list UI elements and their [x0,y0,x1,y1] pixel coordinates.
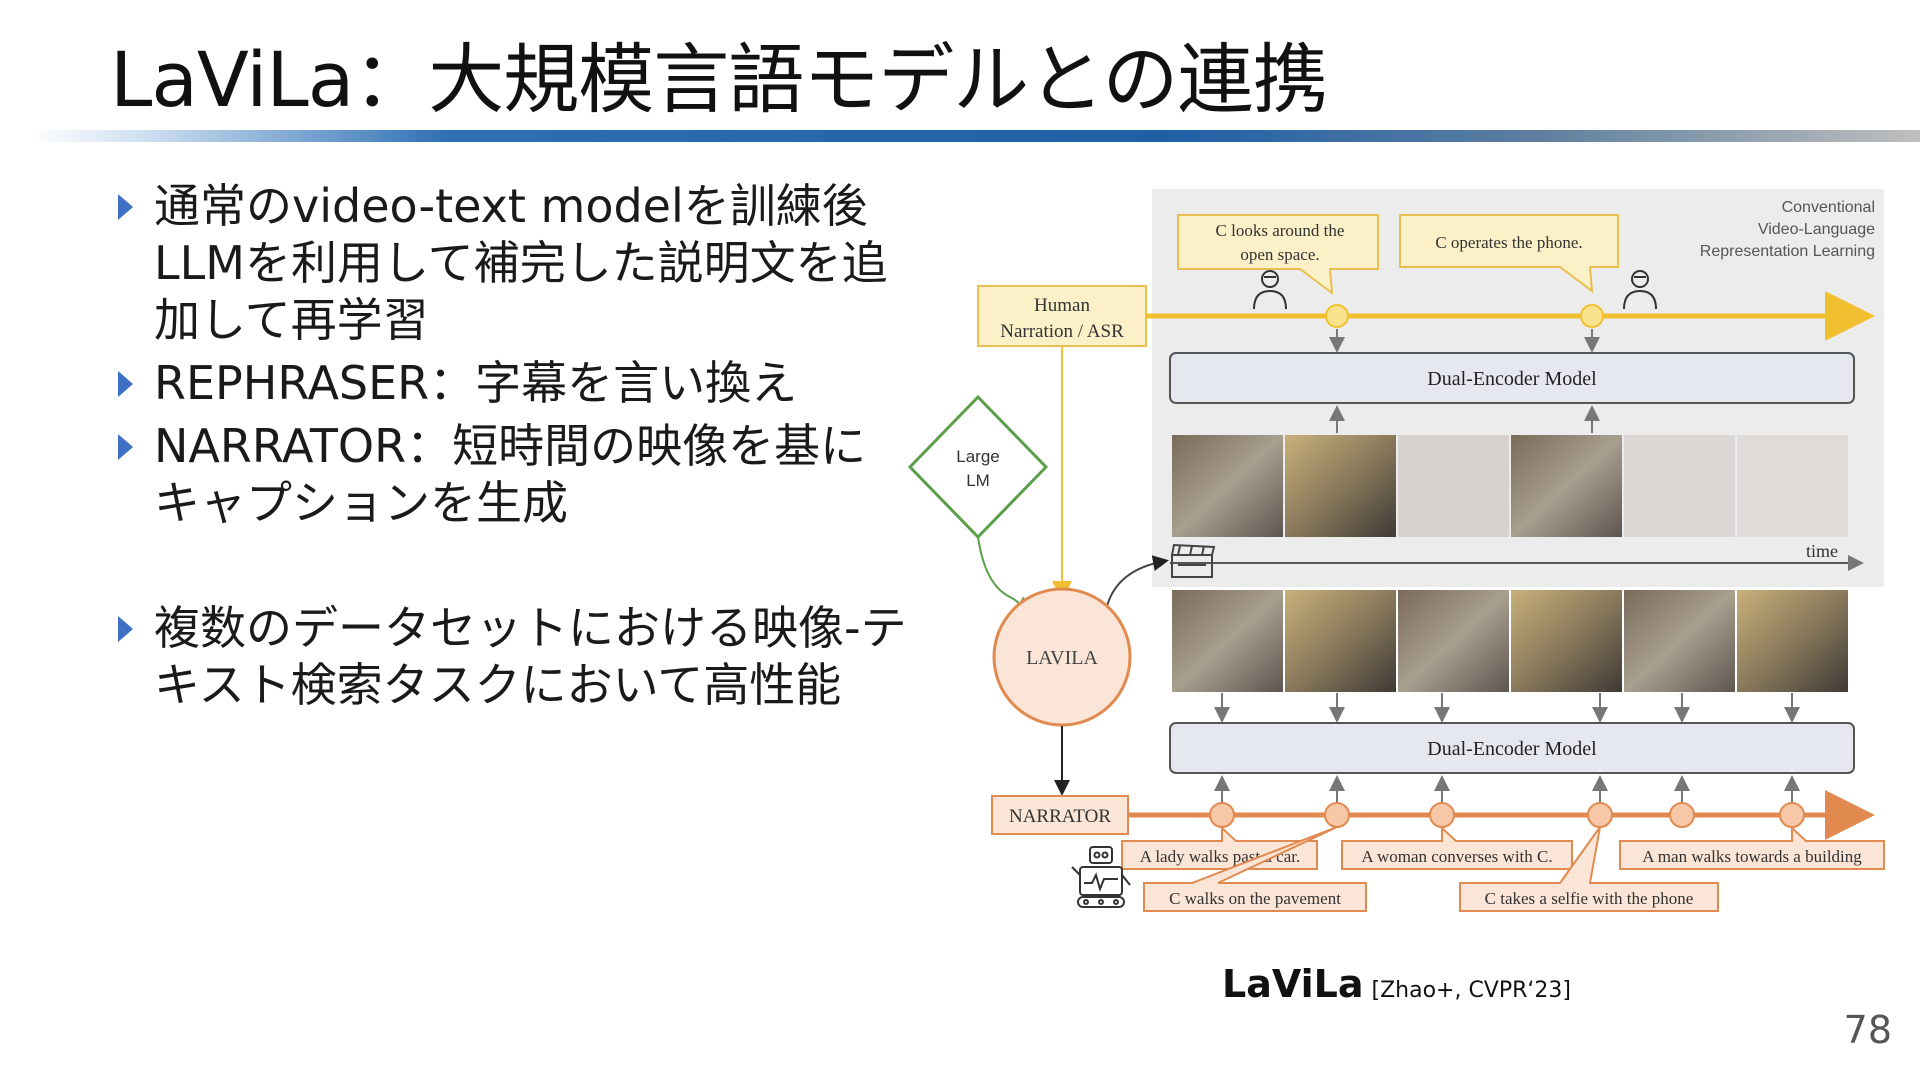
video-frame [1172,590,1283,692]
video-frame [1398,435,1509,537]
lavila-text: LAVILA [1026,647,1098,669]
video-frames-bottom [1172,590,1848,692]
robot-icon [1071,846,1131,908]
bubble-text: C looks around the [1216,221,1345,240]
time-label: time [1806,541,1838,561]
bullet-arrow-icon [118,616,133,642]
video-frame [1511,590,1622,692]
timeline-node [1325,304,1349,328]
clapperboard-icon [1171,543,1216,578]
human-narration-text: Human [1034,295,1090,316]
person-icon [1623,270,1657,310]
video-frames-top [1172,435,1848,537]
timeline-node [1587,802,1613,828]
conventional-label: Representation Learning [1700,243,1875,260]
timeline-node [1324,802,1350,828]
bullet-item: NARRATOR：短時間の映像を基にキャプションを生成 [110,418,910,532]
video-frame [1624,590,1735,692]
bubble-text: open space. [1240,245,1319,264]
video-frame [1398,590,1509,692]
title-rule [30,130,1920,142]
bullet-arrow-icon [118,371,133,397]
timeline-node [1580,304,1604,328]
page-number: 78 [1843,1008,1892,1052]
lavila-node [992,587,1132,727]
timeline-node [1429,802,1455,828]
slide-title: LaViLa：大規模言語モデルとの連携 [110,35,1329,124]
bullet-item: 複数のデータセットにおける映像-テキスト検索タスクにおいて高性能 [110,600,910,714]
bullet-list: 通常のvideo-text modelを訓練後LLMを利用して補完した説明文を追… [110,178,910,720]
caption-box [1341,825,1573,870]
large-lm-text: LM [966,471,990,490]
timeline-node [1209,802,1235,828]
caption-text: C takes a selfie with the phone [1485,889,1694,908]
caption-ref: [Zhao+, CVPR‘23] [1371,978,1571,1003]
video-frame [1737,435,1848,537]
video-frame [1511,435,1622,537]
person-icon [1253,270,1287,310]
video-frame [1172,435,1283,537]
arrow [1105,555,1169,611]
bubble-text: C operates the phone. [1435,233,1582,252]
lavila-figure: Conventional Video-Language Representati… [900,185,1890,925]
video-frame [1737,590,1848,692]
large-lm-diamond [907,394,1049,540]
bullet-item: REPHRASER：字幕を言い換え [110,355,910,412]
video-frame [1624,435,1735,537]
narrator-box [991,795,1129,835]
speech-bubble [1399,214,1619,294]
bullet-arrow-icon [118,194,133,220]
large-lm-text: Large [956,447,999,466]
bullet-text: 通常のvideo-text modelを訓練後LLMを利用して補完した説明文を追… [154,179,888,347]
timeline-node [1669,802,1695,828]
caption-main: LaViLa [1222,962,1364,1006]
bullet-text: NARRATOR：短時間の映像を基にキャプションを生成 [154,419,867,530]
dual-encoder-bottom [1169,722,1855,774]
bullet-text: 複数のデータセットにおける映像-テキスト検索タスクにおいて高性能 [154,601,907,712]
speech-bubble [1177,214,1379,296]
caption-box [1619,825,1885,870]
dual-encoder-label: Dual-Encoder Model [1427,738,1597,760]
figure-caption: LaViLa [Zhao+, CVPR‘23] [1222,962,1571,1006]
dual-encoder-label: Dual-Encoder Model [1427,368,1597,390]
caption-text: C walks on the pavement [1169,889,1341,908]
caption-box [1143,826,1367,912]
narrator-text: NARRATOR [1009,806,1111,827]
caption-box [1459,826,1719,912]
caption-text: A woman converses with C. [1361,847,1552,866]
human-narration-text: Narration / ASR [1000,321,1124,342]
video-frame [1285,590,1396,692]
caption-text: A man walks towards a building [1642,847,1862,866]
bullet-text: REPHRASER：字幕を言い換え [154,356,798,410]
conventional-label: Conventional [1782,199,1875,216]
video-frame [1285,435,1396,537]
dual-encoder-top [1169,352,1855,404]
bullet-item: 通常のvideo-text modelを訓練後LLMを利用して補完した説明文を追… [110,178,910,349]
arrow [977,536,1033,613]
conventional-label: Video-Language [1758,221,1875,238]
timeline-node [1779,802,1805,828]
bullet-arrow-icon [118,434,133,460]
